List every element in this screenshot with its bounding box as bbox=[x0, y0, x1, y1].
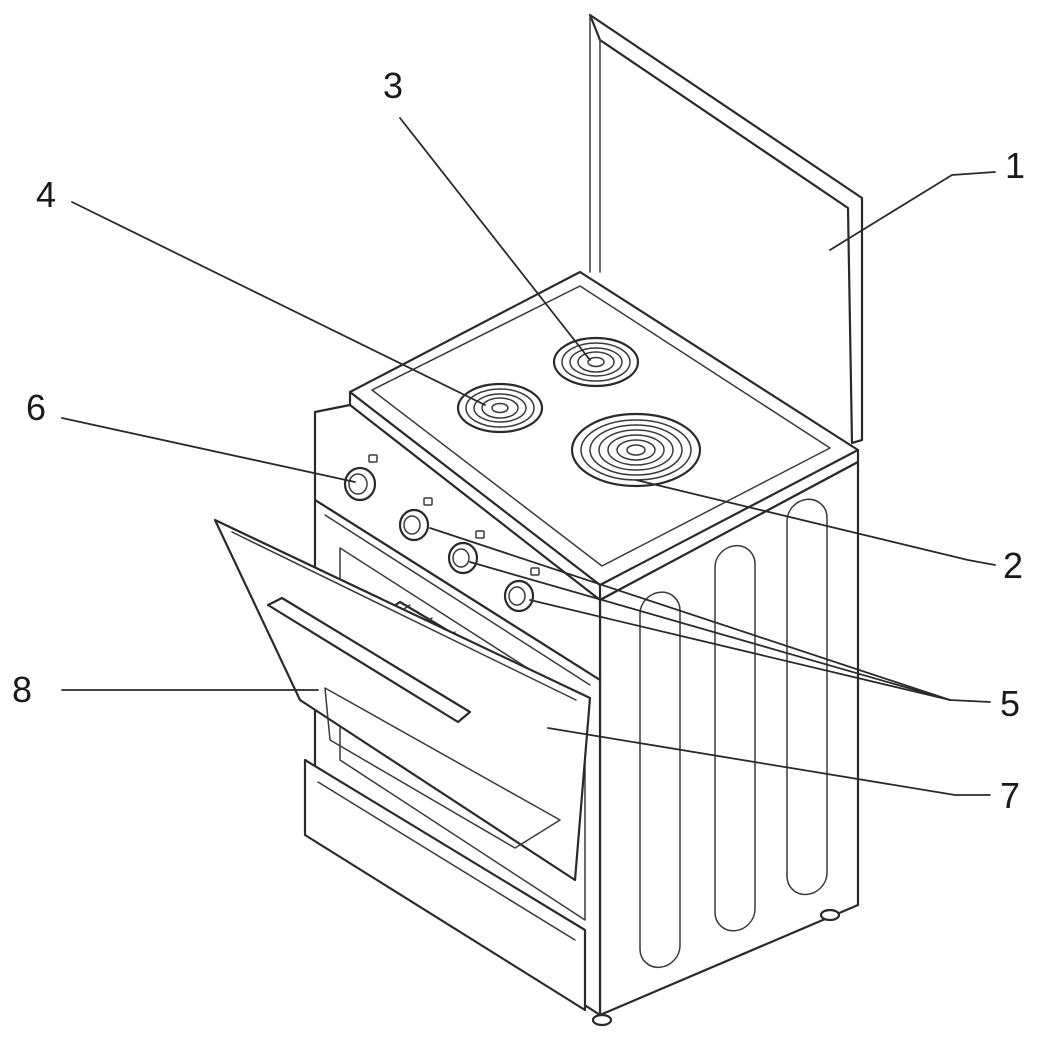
leader-7 bbox=[547, 727, 991, 796]
callout-2: 2 bbox=[1003, 545, 1023, 586]
leader-5b bbox=[469, 561, 951, 701]
callout-labels: 1 2 3 4 5 6 7 8 bbox=[12, 65, 1025, 816]
callout-1: 1 bbox=[1005, 145, 1025, 186]
oven-door bbox=[213, 518, 592, 882]
callout-8: 8 bbox=[12, 669, 32, 710]
leader-5c bbox=[429, 527, 951, 701]
callout-7: 7 bbox=[1000, 775, 1020, 816]
callout-4: 4 bbox=[36, 174, 56, 215]
leader-6 bbox=[61, 417, 356, 483]
callout-5: 5 bbox=[1000, 683, 1020, 724]
oven-knob bbox=[343, 454, 378, 502]
burner-large bbox=[570, 412, 702, 488]
burner-knob-2 bbox=[447, 530, 485, 575]
leader-lines bbox=[61, 117, 996, 796]
callout-3: 3 bbox=[383, 65, 403, 106]
side-panel bbox=[591, 460, 860, 1027]
burner-knob-1 bbox=[398, 497, 433, 542]
callout-6: 6 bbox=[26, 387, 46, 428]
burner-back bbox=[552, 336, 640, 388]
lid bbox=[588, 13, 864, 445]
leader-2 bbox=[635, 479, 996, 566]
burner-left bbox=[456, 382, 544, 434]
leader-1 bbox=[829, 171, 996, 251]
leader-3 bbox=[399, 117, 591, 361]
leader-4 bbox=[71, 201, 486, 406]
burner-knob-3 bbox=[503, 567, 540, 613]
